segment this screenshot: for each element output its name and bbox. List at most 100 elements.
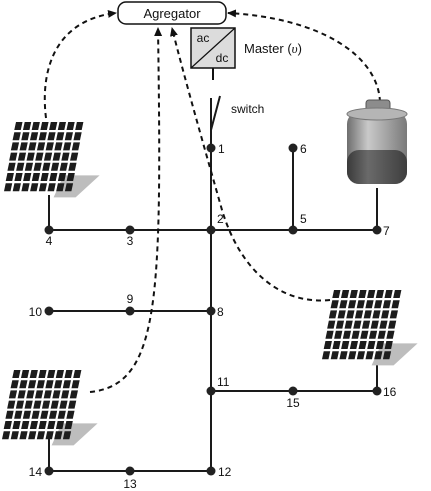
pv-panel-3-cell bbox=[54, 431, 63, 440]
pv-panel-2-cell bbox=[393, 290, 402, 298]
bus-node-label-4: 4 bbox=[46, 234, 53, 248]
pv-panel-3-cell bbox=[21, 421, 30, 429]
pv-panel-2-cell bbox=[363, 310, 372, 319]
pv-panel-1-cell bbox=[49, 122, 58, 130]
link-battery-to-aggregator bbox=[227, 9, 381, 103]
pv-panel-1-cell bbox=[21, 183, 30, 192]
pv-panel-2-cell bbox=[337, 310, 346, 319]
pv-panel-1-cell bbox=[61, 152, 70, 161]
pv-panel-2-cell bbox=[322, 351, 331, 360]
pv-panel-2-cell bbox=[389, 310, 398, 319]
pv-panel-1-cell bbox=[66, 122, 75, 130]
pv-panel-2-cell bbox=[347, 300, 357, 309]
pv-panel-3-cell bbox=[73, 370, 82, 378]
pv-panel-1 bbox=[4, 122, 100, 198]
pv-panel-2-cell bbox=[382, 300, 391, 309]
pv-panel-3-cell bbox=[50, 400, 59, 409]
bus-node-7 bbox=[372, 225, 382, 235]
pv-panel-1-cell bbox=[71, 142, 80, 151]
pv-panel-3-cell bbox=[41, 400, 51, 409]
pv-panel-2-cell bbox=[339, 351, 348, 360]
pv-panel-2-cell bbox=[332, 290, 341, 298]
bus-node-label-5: 5 bbox=[300, 212, 307, 226]
pv-panel-1-cell bbox=[16, 162, 25, 171]
pv-panel-3-cell bbox=[47, 421, 56, 429]
link-pv3-to-aggregator bbox=[170, 27, 331, 302]
pv-panel-1-cell bbox=[57, 173, 67, 181]
pv-panel-3-cell bbox=[3, 421, 12, 429]
pv-panel-3-cell bbox=[24, 400, 33, 409]
pv-panel-3-cell bbox=[62, 380, 71, 389]
pv-panel-1-shadow bbox=[53, 175, 100, 198]
pv-panel-3-cell bbox=[26, 390, 35, 399]
pv-panel-2-cell bbox=[330, 300, 339, 309]
pv-panel-1-cell bbox=[64, 183, 74, 192]
pv-panel-3-cell bbox=[36, 380, 45, 389]
pv-panel-1-cell bbox=[12, 183, 21, 192]
pv-panel-3-cell bbox=[10, 380, 19, 389]
bus-node-1 bbox=[206, 143, 216, 153]
pv-panel-1-cell bbox=[47, 132, 56, 141]
pv-panel-2-cell bbox=[356, 351, 366, 360]
pv-panel-1-cell bbox=[10, 142, 20, 151]
pv-panel-2-cell bbox=[367, 290, 376, 298]
pv-panel-3-cell bbox=[45, 431, 54, 440]
pv-panel-2-cell bbox=[349, 290, 358, 298]
pv-panel-1-cell bbox=[31, 173, 41, 181]
bus-node-label-9: 9 bbox=[127, 292, 134, 306]
solar-panels bbox=[2, 122, 418, 446]
pv-panel-2-cell bbox=[379, 320, 388, 329]
pv-panel-2-cell bbox=[344, 320, 353, 329]
pv-panel-2-cell bbox=[342, 330, 352, 339]
pv-panel-3-cell bbox=[38, 421, 47, 429]
pv-panel-3-cell bbox=[52, 390, 61, 399]
pv-panel-1-cell bbox=[5, 173, 14, 181]
pv-panel-3-cell bbox=[40, 410, 49, 419]
pv-panel-2-cell bbox=[384, 290, 393, 298]
pv-panel-2-cell bbox=[384, 341, 393, 349]
pv-panel-1-cell bbox=[38, 183, 48, 192]
pv-panel-1-cell bbox=[4, 183, 13, 192]
pv-panel-2-cell bbox=[356, 300, 365, 309]
pv-panel-3-cell bbox=[33, 400, 42, 409]
pv-panel-3-cell bbox=[5, 410, 14, 419]
pv-panel-3 bbox=[2, 370, 98, 446]
bus-node-label-6: 6 bbox=[300, 142, 307, 156]
bus-node-5 bbox=[288, 225, 298, 235]
pv-panel-2-cell bbox=[374, 351, 383, 360]
pv-panel-3-cell bbox=[68, 400, 77, 409]
converter-diagonal bbox=[190, 27, 236, 69]
bus-node-label-10: 10 bbox=[29, 305, 43, 319]
pv-panel-3-cell bbox=[2, 431, 11, 440]
pv-panel-2-cell bbox=[351, 330, 360, 339]
pv-panel-1-cell bbox=[24, 162, 34, 171]
pv-panel-3-cell bbox=[64, 370, 73, 378]
bus-node-10 bbox=[44, 306, 54, 316]
pv-panel-3-cell bbox=[55, 421, 65, 429]
pv-panel-2-cell bbox=[358, 341, 367, 349]
acdc-converter: ac dc bbox=[190, 27, 236, 80]
bus-node-label-1: 1 bbox=[218, 142, 225, 156]
pv-panel-1-cell bbox=[49, 173, 58, 181]
pv-panel-3-cell bbox=[20, 370, 30, 378]
pv-panel-2-cell bbox=[332, 341, 341, 349]
grid-lines bbox=[48, 95, 378, 472]
pv-panel-3-cell bbox=[28, 431, 37, 440]
bus-node-label-7: 7 bbox=[383, 224, 390, 238]
pv-panel-2-shadow bbox=[371, 343, 418, 366]
pv-panel-1-cell bbox=[54, 142, 63, 151]
pv-panel-1-cell bbox=[73, 132, 82, 141]
bus-node-3 bbox=[125, 225, 135, 235]
pv-panel-3-cell bbox=[29, 370, 38, 378]
pv-panel-3-cell bbox=[29, 421, 39, 429]
pv-panel-1-cell bbox=[33, 162, 42, 171]
pv-panel-2-cell bbox=[341, 341, 350, 349]
pv-panel-2-cell bbox=[365, 300, 374, 309]
aggregator: Agregator bbox=[117, 1, 227, 25]
pv-panel-1-cell bbox=[12, 132, 21, 141]
pv-panel-1-cell bbox=[17, 152, 27, 161]
battery-top bbox=[346, 107, 408, 121]
pv-panel-1-cell bbox=[14, 122, 23, 130]
pv-panel-2-cell bbox=[368, 330, 378, 339]
